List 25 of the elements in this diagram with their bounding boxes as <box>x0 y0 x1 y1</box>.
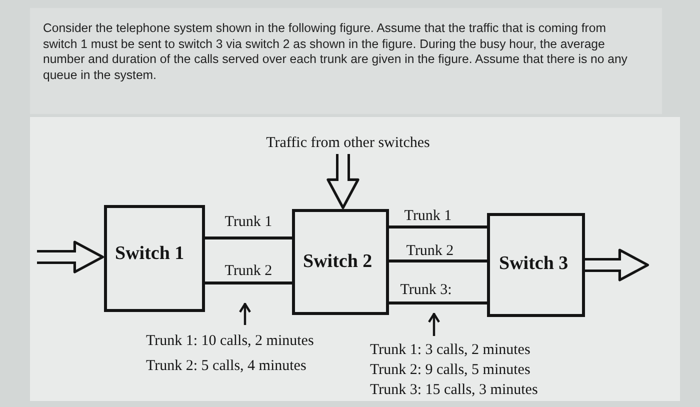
text-label: Traffic from other switches <box>256 133 440 154</box>
trunk-line <box>205 282 292 284</box>
switch-label: Switch 3 <box>499 253 568 275</box>
trunk-note: Trunk 3: 15 calls, 3 minutes <box>370 381 538 400</box>
edge-label: Trunk 3: <box>400 281 452 299</box>
switch-label: Switch 1 <box>115 243 184 265</box>
trunk-line <box>389 302 487 304</box>
trunk-note: Trunk 1: 10 calls, 2 minutes <box>146 332 314 351</box>
switch-box <box>104 205 205 312</box>
edge-label: Trunk 2 <box>224 262 272 280</box>
trunk-line <box>389 226 487 228</box>
switch-label: Switch 2 <box>303 251 372 273</box>
trunk-line <box>389 260 487 262</box>
trunk-note: Trunk 2: 9 calls, 5 minutes <box>370 361 530 380</box>
switch-box <box>487 213 585 317</box>
arrow <box>428 312 440 336</box>
arrow <box>238 302 252 325</box>
edge-label: Trunk 1 <box>224 213 272 231</box>
edge-label: Trunk 2 <box>406 242 454 260</box>
trunk-note: Trunk 1: 3 calls, 2 minutes <box>370 341 530 360</box>
edge-label: Trunk 1 <box>404 207 452 225</box>
trunk-note: Trunk 2: 5 calls, 4 minutes <box>146 357 306 376</box>
switch-box <box>292 209 389 315</box>
trunk-line <box>205 236 292 240</box>
question-text: Consider the telephone system shown in the following figure. Assume that the traffic that is coming from switch 1 must be sent to switch 3 via switch 2 as shown in the figure. During the busy hour, the average number and duration of the calls served over each trunk are given in the figure. Assume that there is no any queue in the system. <box>43 21 628 83</box>
